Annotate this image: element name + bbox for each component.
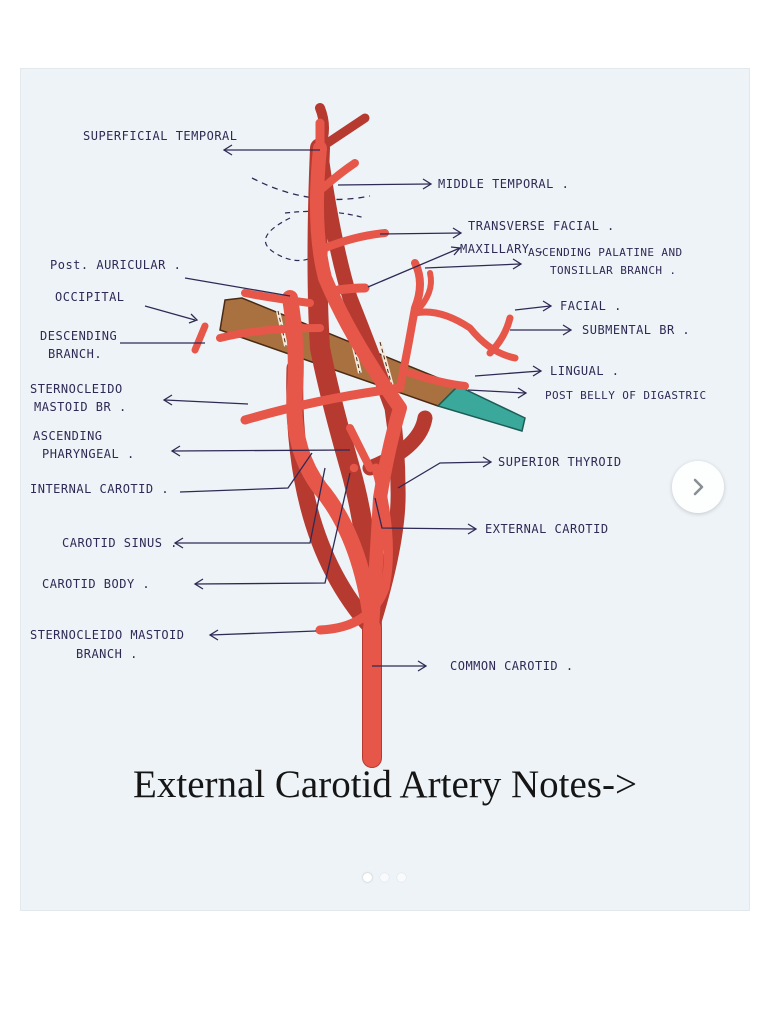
transverse-facial-branch: [321, 229, 389, 252]
label-ascending-palatine-2: TONSILLAR BRANCH .: [550, 264, 676, 277]
carousel-dot-2[interactable]: [379, 873, 389, 882]
facial-branch: [396, 259, 424, 392]
label-common-carotid: COMMON CAROTID .: [450, 659, 574, 673]
label-sternocleido-br-2: MASTOID BR .: [34, 400, 127, 414]
digastric-posterior-belly: [436, 385, 526, 432]
lingual-branch: [406, 369, 469, 390]
artery-tree: [191, 103, 519, 768]
label-submental: SUBMENTAL BR .: [582, 323, 690, 337]
ascending-pharyngeal-branch: [346, 424, 374, 472]
label-sternocleido-branch-2: BRANCH .: [76, 647, 138, 661]
label-pointers: [120, 144, 573, 672]
label-occipital: OCCIPITAL: [55, 290, 125, 304]
label-internal-carotid: INTERNAL CAROTID .: [30, 482, 169, 496]
label-facial: FACIAL .: [560, 299, 622, 313]
maxillary-branch: [333, 283, 370, 295]
label-post-belly-digastric: POST BELLY OF DIGASTRIC: [545, 389, 707, 402]
label-ascending-palatine-1: ASCENDING PALATINE AND: [528, 246, 683, 259]
internal-carotid-artery: [282, 290, 380, 636]
label-sternocleido-branch-1: STERNOCLEIDO MASTOID: [30, 628, 185, 642]
label-middle-temporal: MIDDLE TEMPORAL .: [438, 177, 569, 191]
label-lingual: LINGUAL .: [550, 364, 620, 378]
superior-thyroid-branch: [315, 463, 393, 635]
next-slide-button[interactable]: [672, 461, 724, 513]
label-ascending-pharyngeal-2: PHARYNGEAL .: [42, 447, 135, 461]
sternocleidomastoid-upper-branch: [240, 383, 405, 425]
chevron-right-icon: [693, 478, 704, 496]
label-carotid-body: CAROTID BODY .: [42, 577, 150, 591]
label-superior-thyroid: SUPERIOR THYROID: [498, 455, 622, 469]
label-external-carotid: EXTERNAL CAROTID: [485, 522, 609, 536]
descending-branch: [191, 322, 209, 354]
label-post-auricular: Post. AURICULAR .: [50, 258, 181, 272]
carotid-body: [348, 462, 360, 474]
post-image[interactable]: SUPERFICIAL TEMPORAL MIDDLE TEMPORAL . T…: [20, 68, 750, 911]
carousel-dot-1[interactable]: [362, 873, 372, 882]
label-ascending-pharyngeal-1: ASCENDING: [33, 429, 103, 443]
label-carotid-sinus: CAROTID SINUS .: [62, 536, 178, 550]
post-caption: External Carotid Artery Notes->: [133, 763, 637, 806]
labels: SUPERFICIAL TEMPORAL MIDDLE TEMPORAL . T…: [30, 129, 707, 673]
label-maxillary: MAXILLARY .: [460, 242, 545, 256]
label-transverse-facial: TRANSVERSE FACIAL .: [468, 219, 615, 233]
label-descending-branch-2: BRANCH.: [48, 347, 102, 361]
submental-branch: [486, 314, 514, 357]
occipital-branch: [216, 324, 324, 342]
carousel-indicator: [0, 873, 768, 882]
carotid-diagram: SUPERFICIAL TEMPORAL MIDDLE TEMPORAL . T…: [30, 103, 707, 768]
label-superficial-temporal: SUPERFICIAL TEMPORAL: [83, 129, 238, 143]
label-sternocleido-br-1: STERNOCLEIDO: [30, 382, 123, 396]
external-carotid-artery: [309, 141, 407, 635]
label-descending-branch-1: DESCENDING: [40, 329, 117, 343]
middle-temporal-branch: [319, 159, 359, 192]
post-auricular-branch: [241, 289, 314, 307]
carousel-dot-3[interactable]: [396, 873, 406, 882]
